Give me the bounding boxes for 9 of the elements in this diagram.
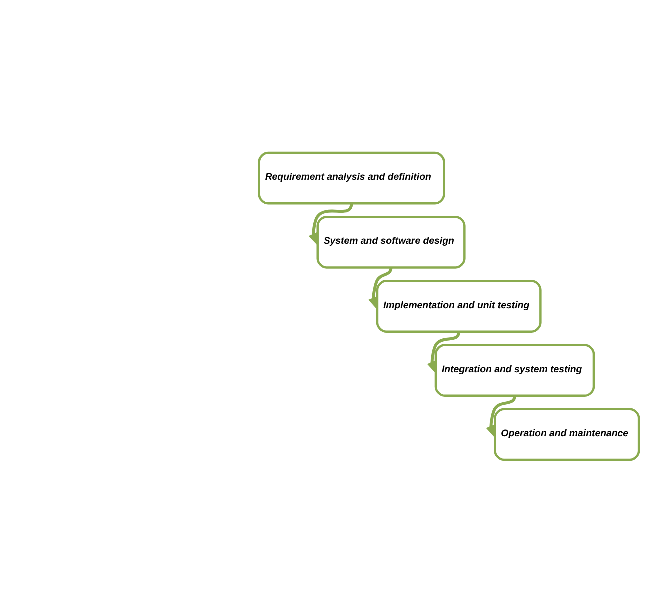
node-box: Integration and system testing: [434, 344, 596, 398]
arrow: [308, 203, 354, 247]
node-box: Operation and maintenance: [494, 408, 640, 462]
node-box: System and software design: [316, 216, 466, 269]
node-box: Requirement analysis and definition: [258, 152, 446, 205]
arrow: [427, 332, 461, 375]
arrow: [486, 396, 516, 439]
arrow: [368, 268, 393, 311]
node-box: Implementation and unit testing: [376, 280, 542, 333]
